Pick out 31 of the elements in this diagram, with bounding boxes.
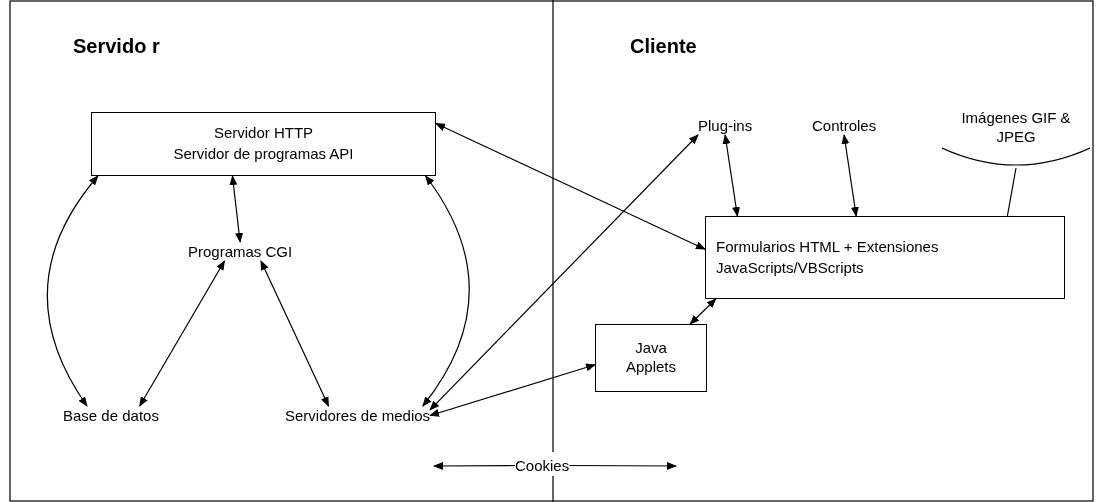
box-text: Servidor HTTP [213, 123, 314, 142]
node-label: Cookies [515, 456, 570, 475]
node-label: Plug-ins [698, 116, 753, 135]
node-label: Imágenes GIF & JPEG [960, 108, 1072, 146]
box-text: Formularios HTML + Extensiones [716, 236, 939, 256]
arrow [568, 461, 677, 470]
arrow [260, 260, 330, 407]
arrow [429, 134, 699, 411]
arrow [429, 363, 596, 417]
arrow [433, 461, 516, 470]
arrow [422, 175, 470, 407]
connector-line [1006, 167, 1017, 217]
arrow [139, 260, 226, 407]
column-heading: Cliente [630, 35, 697, 58]
node-label: Servidores de medios [285, 406, 431, 425]
box-text: Java Applets [624, 338, 677, 376]
process-box [705, 216, 1065, 299]
arrow [841, 134, 859, 217]
arrow [722, 134, 740, 217]
node-label: Controles [812, 116, 877, 135]
process-box [91, 112, 436, 176]
arrow [689, 298, 717, 325]
node-label: Base de datos [63, 406, 159, 425]
arrow [229, 175, 244, 243]
column-heading: Servido r [73, 35, 160, 58]
arrow [46, 175, 99, 407]
box-text: JavaScripts/VBScripts [716, 257, 864, 277]
arrow [435, 122, 706, 250]
node-label: Programas CGI [188, 242, 293, 261]
box-text: Servidor de programas API [173, 144, 354, 163]
process-box [595, 324, 707, 392]
